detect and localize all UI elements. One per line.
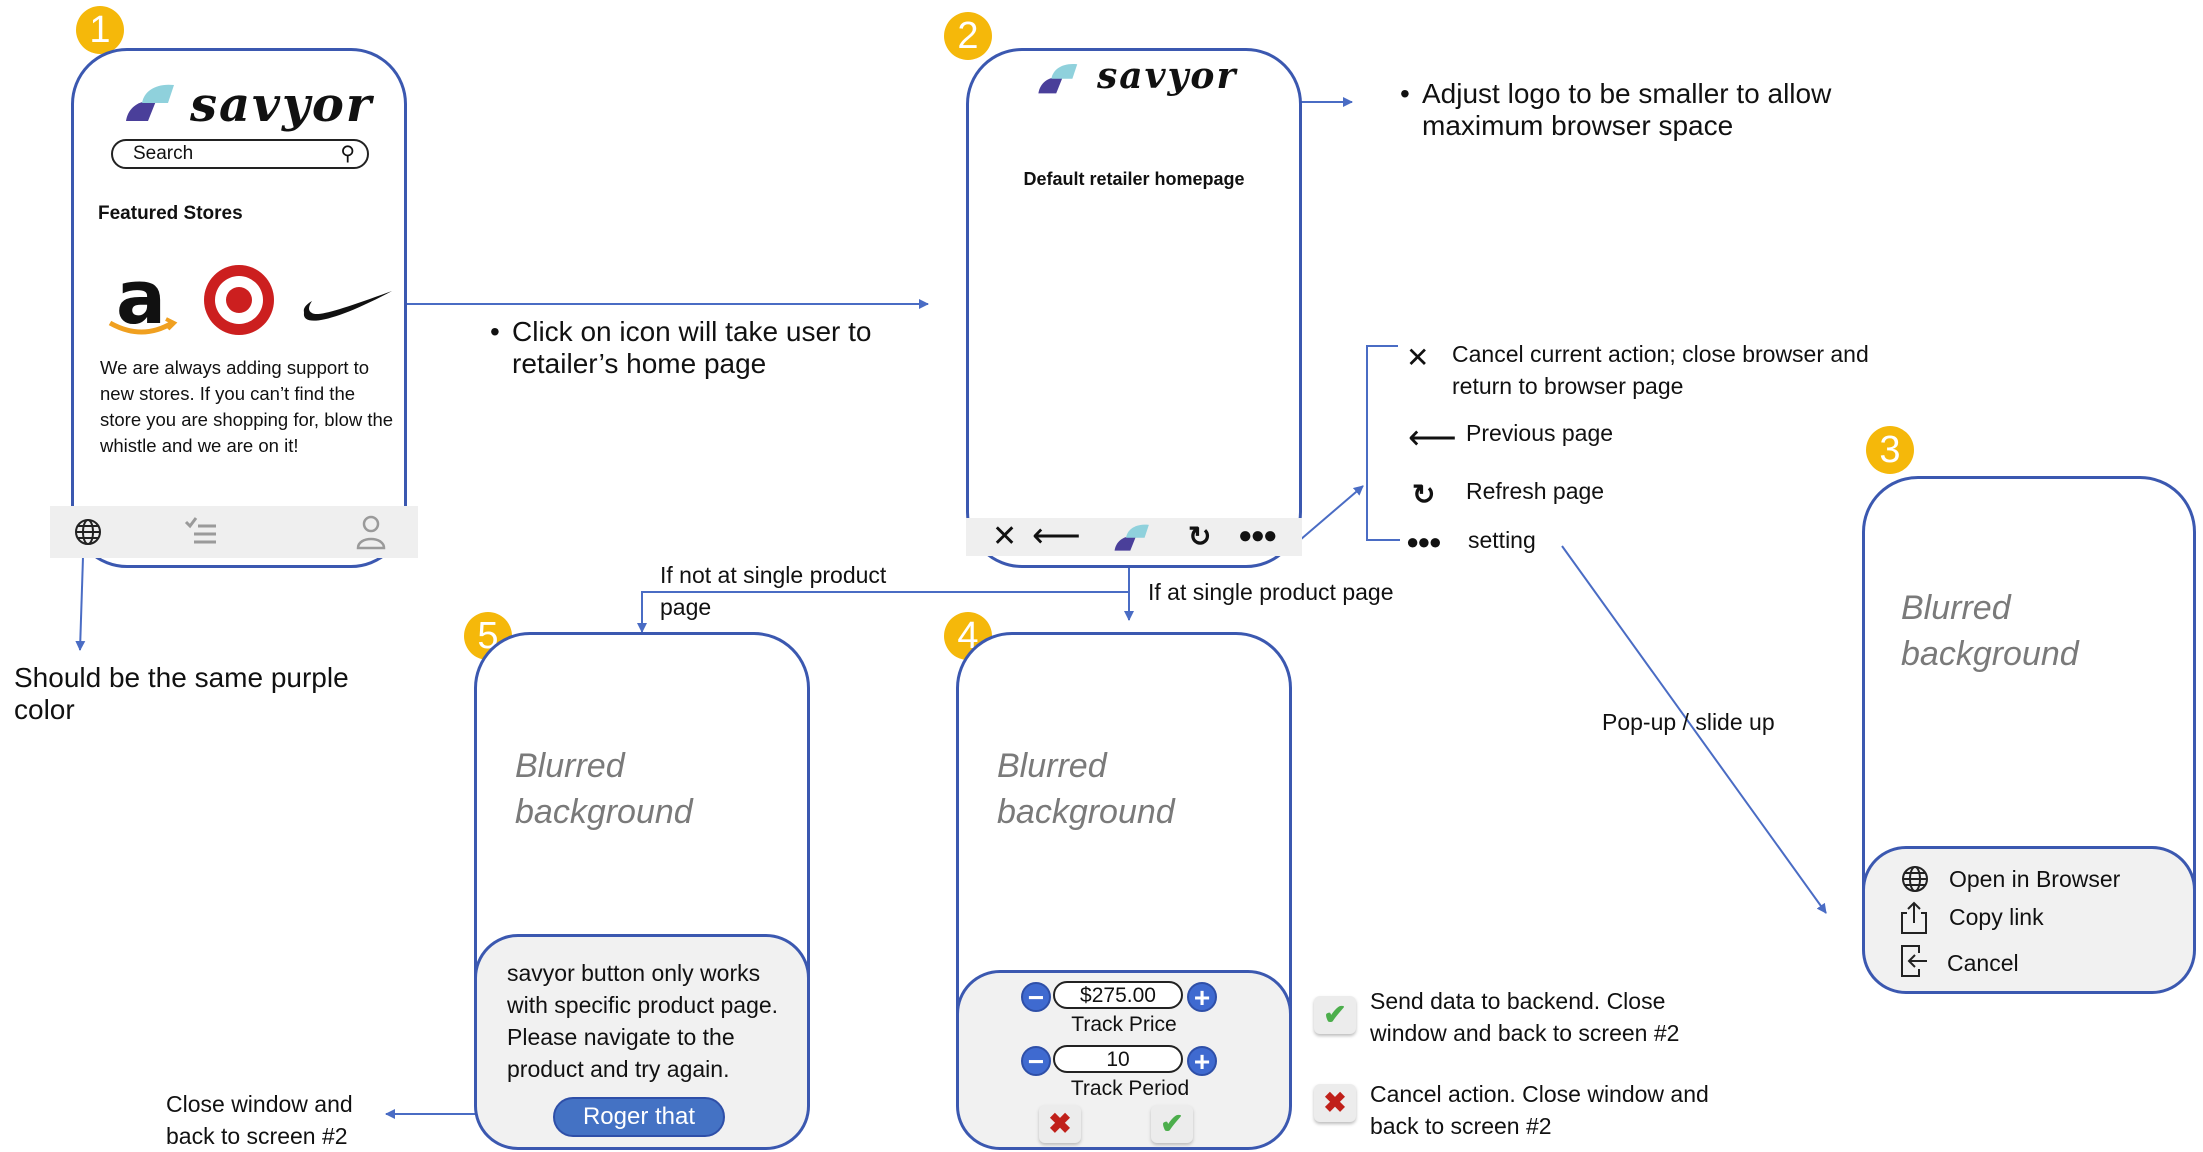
minus-button[interactable]: − bbox=[1021, 982, 1051, 1012]
screen3-action-sheet: Open in Browser Copy link Cancel bbox=[1862, 846, 2196, 994]
search-input[interactable]: Search ⚲ bbox=[111, 139, 369, 169]
open-in-browser-item[interactable]: Open in Browser bbox=[1949, 866, 2121, 892]
legend-cancel-text: Cancel current action; close browser and… bbox=[1452, 341, 1869, 399]
savyor-logo-mark bbox=[1038, 63, 1078, 94]
note-adjust-logo: • Adjust logo to be smaller to allow max… bbox=[1400, 78, 1870, 142]
savyor-logo-text: savyor bbox=[190, 77, 374, 133]
blurred-background-text: Blurred background bbox=[515, 747, 693, 831]
period-input[interactable]: 10 bbox=[1053, 1045, 1183, 1073]
target-logo[interactable] bbox=[202, 263, 276, 337]
savyor-logo-text: savyor bbox=[1097, 55, 1238, 97]
track-period-label: Track Period bbox=[1070, 1077, 1190, 1100]
screen5-message-sheet: savyor button only works with specific p… bbox=[474, 934, 810, 1150]
note-at-single: If at single product page bbox=[1148, 579, 1394, 605]
price-input[interactable]: $275.00 bbox=[1053, 981, 1183, 1009]
note-close-back: Close window and back to screen #2 bbox=[166, 1091, 353, 1149]
note-popup: Pop-up / slide up bbox=[1602, 709, 1775, 735]
legend-bracket bbox=[1366, 345, 1400, 541]
search-icon: ⚲ bbox=[340, 143, 355, 165]
note-cancel-action: Cancel action. Close window and back to … bbox=[1370, 1081, 1709, 1139]
support-text: We are always adding support to new stor… bbox=[100, 357, 394, 456]
cancel-item[interactable]: Cancel bbox=[1947, 950, 2019, 976]
screen1-phone: savyor Search ⚲ Featured Stores a We are… bbox=[71, 48, 407, 568]
badge-3: 3 bbox=[1866, 426, 1914, 474]
plus-button[interactable]: + bbox=[1187, 982, 1217, 1012]
featured-stores-label: Featured Stores bbox=[98, 203, 243, 224]
refresh-icon: ↻ bbox=[1412, 479, 1436, 510]
minus-button[interactable]: − bbox=[1021, 1046, 1051, 1076]
profile-icon[interactable] bbox=[356, 514, 386, 555]
exit-icon bbox=[1899, 943, 1931, 984]
note-not-single: If not at single product page bbox=[660, 562, 887, 620]
badge-1: 1 bbox=[76, 6, 124, 54]
note-same-purple: Should be the same purple color bbox=[14, 662, 349, 725]
legend-previous-text: Previous page bbox=[1466, 420, 1614, 446]
screen4-tracker-sheet: − $275.00 + Track Price − 10 + Track Per… bbox=[956, 970, 1292, 1150]
default-homepage-text: Default retailer homepage bbox=[1023, 169, 1245, 189]
savyor-button-message: savyor button only works with specific p… bbox=[507, 960, 779, 1082]
checklist-icon[interactable] bbox=[184, 514, 218, 553]
savyor-logo-mark bbox=[126, 84, 174, 121]
track-price-label: Track Price bbox=[1071, 1013, 1177, 1036]
arrow-globe-note bbox=[75, 556, 86, 651]
arrow-not-single bbox=[637, 555, 1130, 633]
close-icon[interactable]: ✕ bbox=[992, 520, 1018, 553]
roger-that-button[interactable]: Roger that bbox=[553, 1097, 725, 1137]
note-send-data: Send data to backend. Close window and b… bbox=[1370, 988, 1680, 1046]
share-icon bbox=[1899, 901, 1929, 940]
globe-icon[interactable] bbox=[72, 516, 104, 553]
legend-setting-text: setting bbox=[1468, 527, 1536, 553]
blurred-background-text: Blurred background bbox=[1901, 589, 2079, 673]
savyor-button-icon[interactable] bbox=[1108, 522, 1154, 552]
back-arrow-icon[interactable]: ⟵ bbox=[1032, 517, 1081, 555]
arrow-toolbar-legend bbox=[1299, 485, 1364, 541]
screen2-toolbar: ✕ ⟵ ↻ ●●● bbox=[966, 518, 1302, 556]
nike-logo[interactable] bbox=[302, 287, 394, 327]
cancel-x-icon: ✖ bbox=[1314, 1084, 1356, 1122]
blurred-background-text: Blurred background bbox=[997, 747, 1175, 831]
note-adjust-logo-text: Adjust logo to be smaller to allow maxim… bbox=[1422, 78, 1832, 141]
refresh-icon[interactable]: ↻ bbox=[1188, 521, 1212, 552]
badge-2: 2 bbox=[944, 12, 992, 60]
note-click-icon-text: Click on icon will take user to retailer… bbox=[512, 316, 872, 379]
copy-link-item[interactable]: Copy link bbox=[1949, 904, 2044, 930]
search-placeholder: Search bbox=[133, 143, 194, 164]
amazon-logo[interactable]: a bbox=[100, 255, 182, 341]
arrow-popup bbox=[1561, 545, 1827, 914]
back-arrow-icon: ⟵ bbox=[1408, 419, 1457, 457]
more-icon: ●●● bbox=[1406, 529, 1442, 554]
close-icon: ✕ bbox=[1406, 342, 1430, 373]
more-icon[interactable]: ●●● bbox=[1238, 522, 1277, 549]
globe-icon bbox=[1899, 863, 1931, 900]
note-click-icon: • Click on icon will take user to retail… bbox=[490, 316, 930, 380]
confirm-check-icon: ✔ bbox=[1314, 996, 1356, 1034]
plus-button[interactable]: + bbox=[1187, 1046, 1217, 1076]
confirm-check-button[interactable]: ✔ bbox=[1151, 1105, 1193, 1143]
screen1-tabbar bbox=[50, 506, 418, 558]
legend-refresh-text: Refresh page bbox=[1466, 478, 1605, 504]
screen2-phone: savyor Default retailer homepage bbox=[966, 48, 1302, 568]
cancel-x-button[interactable]: ✖ bbox=[1039, 1105, 1081, 1143]
